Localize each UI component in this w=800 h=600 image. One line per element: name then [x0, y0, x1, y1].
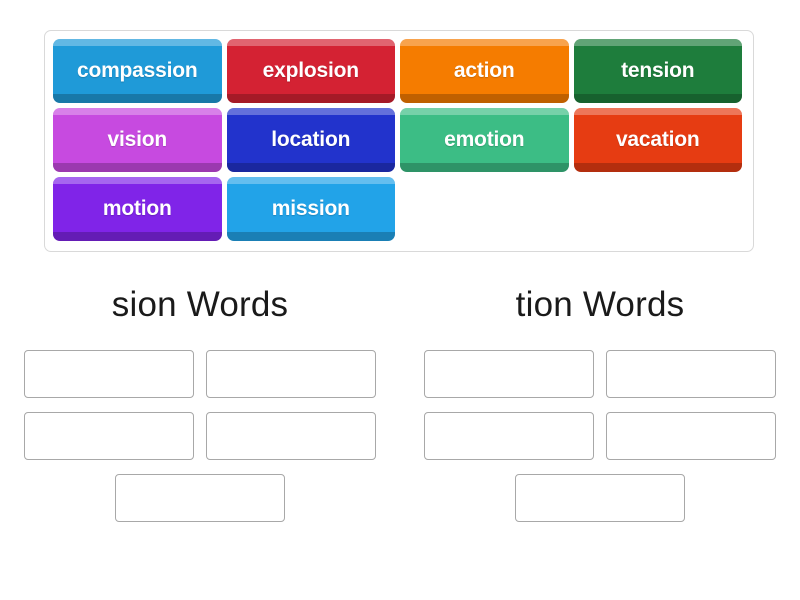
word-tile-label: tension: [621, 59, 695, 82]
sorting-columns: sion Words tion Words: [0, 282, 800, 522]
word-bank-empty-slot: [574, 177, 743, 241]
column-title-sion: sion Words: [111, 285, 289, 324]
word-tile-tension[interactable]: tension: [573, 39, 742, 103]
dropzone-sion-1[interactable]: [24, 350, 194, 398]
word-tile-emotion[interactable]: emotion: [400, 108, 569, 172]
dropzone-tion-1[interactable]: [424, 350, 594, 398]
dropzone-sion-4[interactable]: [206, 412, 376, 460]
word-tile-label: explosion: [262, 59, 359, 82]
word-tile-label: location: [271, 128, 351, 151]
word-tile-mission[interactable]: mission: [226, 177, 395, 241]
word-tile-label: emotion: [444, 128, 525, 151]
word-bank-row: motion mission: [53, 177, 747, 241]
word-tile-label: vision: [107, 128, 168, 151]
dropzone-sion-3[interactable]: [24, 412, 194, 460]
word-tile-label: vacation: [615, 128, 700, 151]
dropzone-tion-4[interactable]: [606, 412, 776, 460]
word-tile-explosion[interactable]: explosion: [226, 39, 395, 103]
word-bank-row: compassion explosion action tension: [53, 39, 747, 103]
word-tile-compassion[interactable]: compassion: [53, 39, 222, 103]
dropzone-sion-2[interactable]: [206, 350, 376, 398]
column-tion: tion Words: [400, 282, 800, 522]
dropzone-tion-5[interactable]: [515, 474, 685, 522]
column-title-tion: tion Words: [515, 285, 685, 324]
dropzone-grid-sion: [13, 350, 387, 522]
word-tile-label: action: [453, 59, 515, 82]
dropzone-tion-2[interactable]: [606, 350, 776, 398]
column-sion: sion Words: [0, 282, 400, 522]
word-bank-empty-slot: [400, 177, 569, 241]
word-tile-label: motion: [102, 197, 172, 220]
word-tile-label: compassion: [76, 59, 198, 82]
word-tile-label: mission: [271, 197, 350, 220]
word-tile-vision[interactable]: vision: [53, 108, 222, 172]
word-bank-row: vision location emotion vacation: [53, 108, 747, 172]
word-tile-vacation[interactable]: vacation: [573, 108, 742, 172]
dropzone-tion-3[interactable]: [424, 412, 594, 460]
dropzone-sion-5[interactable]: [115, 474, 285, 522]
word-tile-motion[interactable]: motion: [53, 177, 222, 241]
word-bank: compassion explosion action tension visi…: [44, 30, 754, 252]
word-tile-action[interactable]: action: [400, 39, 569, 103]
dropzone-grid-tion: [413, 350, 787, 522]
word-tile-location[interactable]: location: [226, 108, 395, 172]
